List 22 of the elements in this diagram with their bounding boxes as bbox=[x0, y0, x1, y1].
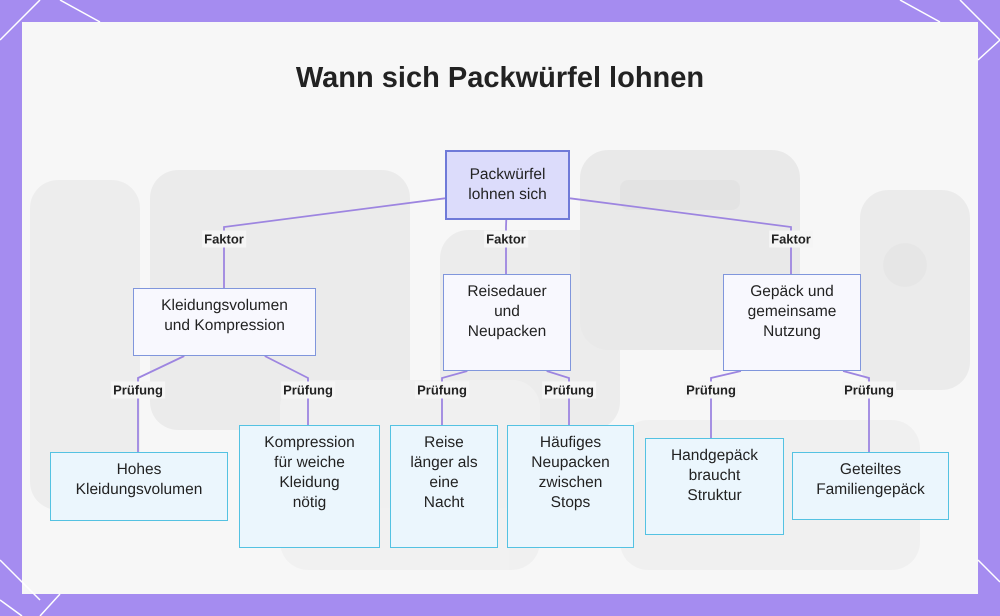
connector-line bbox=[223, 197, 446, 288]
edge-label: Prüfung bbox=[281, 382, 335, 398]
edge-label: Prüfung bbox=[415, 382, 469, 398]
check-box: Geteiltes Familiengepäck bbox=[792, 452, 949, 520]
edge-label: Prüfung bbox=[684, 382, 738, 398]
factor-box: Kleidungsvolumen und Kompression bbox=[133, 288, 316, 356]
connector-line bbox=[570, 197, 792, 274]
diagram-title: Wann sich Packwürfel lohnen bbox=[294, 62, 706, 95]
check-box: Kompression für weiche Kleidung nötig bbox=[239, 425, 380, 548]
check-box: Häufiges Neupacken zwischen Stops bbox=[507, 425, 634, 548]
edge-label: Faktor bbox=[202, 230, 246, 248]
check-box: Handgepäck braucht Struktur bbox=[645, 438, 784, 535]
edge-label: Prüfung bbox=[542, 382, 596, 398]
edge-label: Faktor bbox=[769, 230, 813, 248]
edge-label: Prüfung bbox=[842, 382, 896, 398]
check-box: Reise länger als eine Nacht bbox=[390, 425, 498, 548]
root-box: Packwürfel lohnen sich bbox=[445, 150, 570, 220]
edge-label: Prüfung bbox=[111, 382, 165, 398]
edge-label: Faktor bbox=[484, 230, 528, 248]
check-box: Hohes Kleidungsvolumen bbox=[50, 452, 228, 521]
factor-box: Gepäck und gemeinsame Nutzung bbox=[723, 274, 861, 371]
factor-box: Reisedauer und Neupacken bbox=[443, 274, 571, 371]
